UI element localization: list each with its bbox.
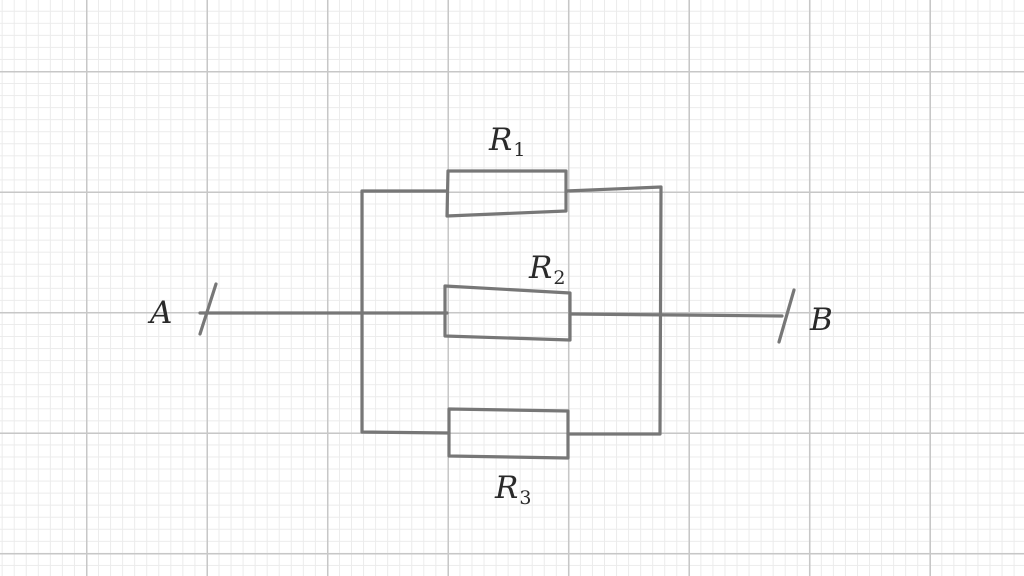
resistor-r1-index: 1 [513, 139, 526, 161]
right-bus-wire [564, 185, 663, 436]
resistor-r1-letter: R [489, 122, 513, 158]
resistor-r3-label: R3 [495, 473, 531, 508]
resistor-r2-index: 2 [553, 267, 566, 289]
resistor-r3 [447, 407, 570, 460]
resistor-r2 [443, 284, 572, 342]
resistor-r1-label: R1 [489, 125, 525, 160]
resistor-r2-letter: R [529, 250, 553, 286]
left-bus-wire [360, 189, 451, 435]
resistor-r3-index: 3 [519, 487, 532, 509]
terminal-a-tick [198, 282, 218, 336]
wire-r2-to-b [568, 312, 784, 318]
terminal-b-tick [777, 288, 796, 344]
resistor-r3-letter: R [495, 470, 519, 506]
terminal-b-label: B [810, 302, 833, 338]
terminal-a-label: A [150, 295, 173, 331]
resistor-r1 [445, 169, 568, 218]
resistor-r2-label: R2 [529, 253, 565, 288]
